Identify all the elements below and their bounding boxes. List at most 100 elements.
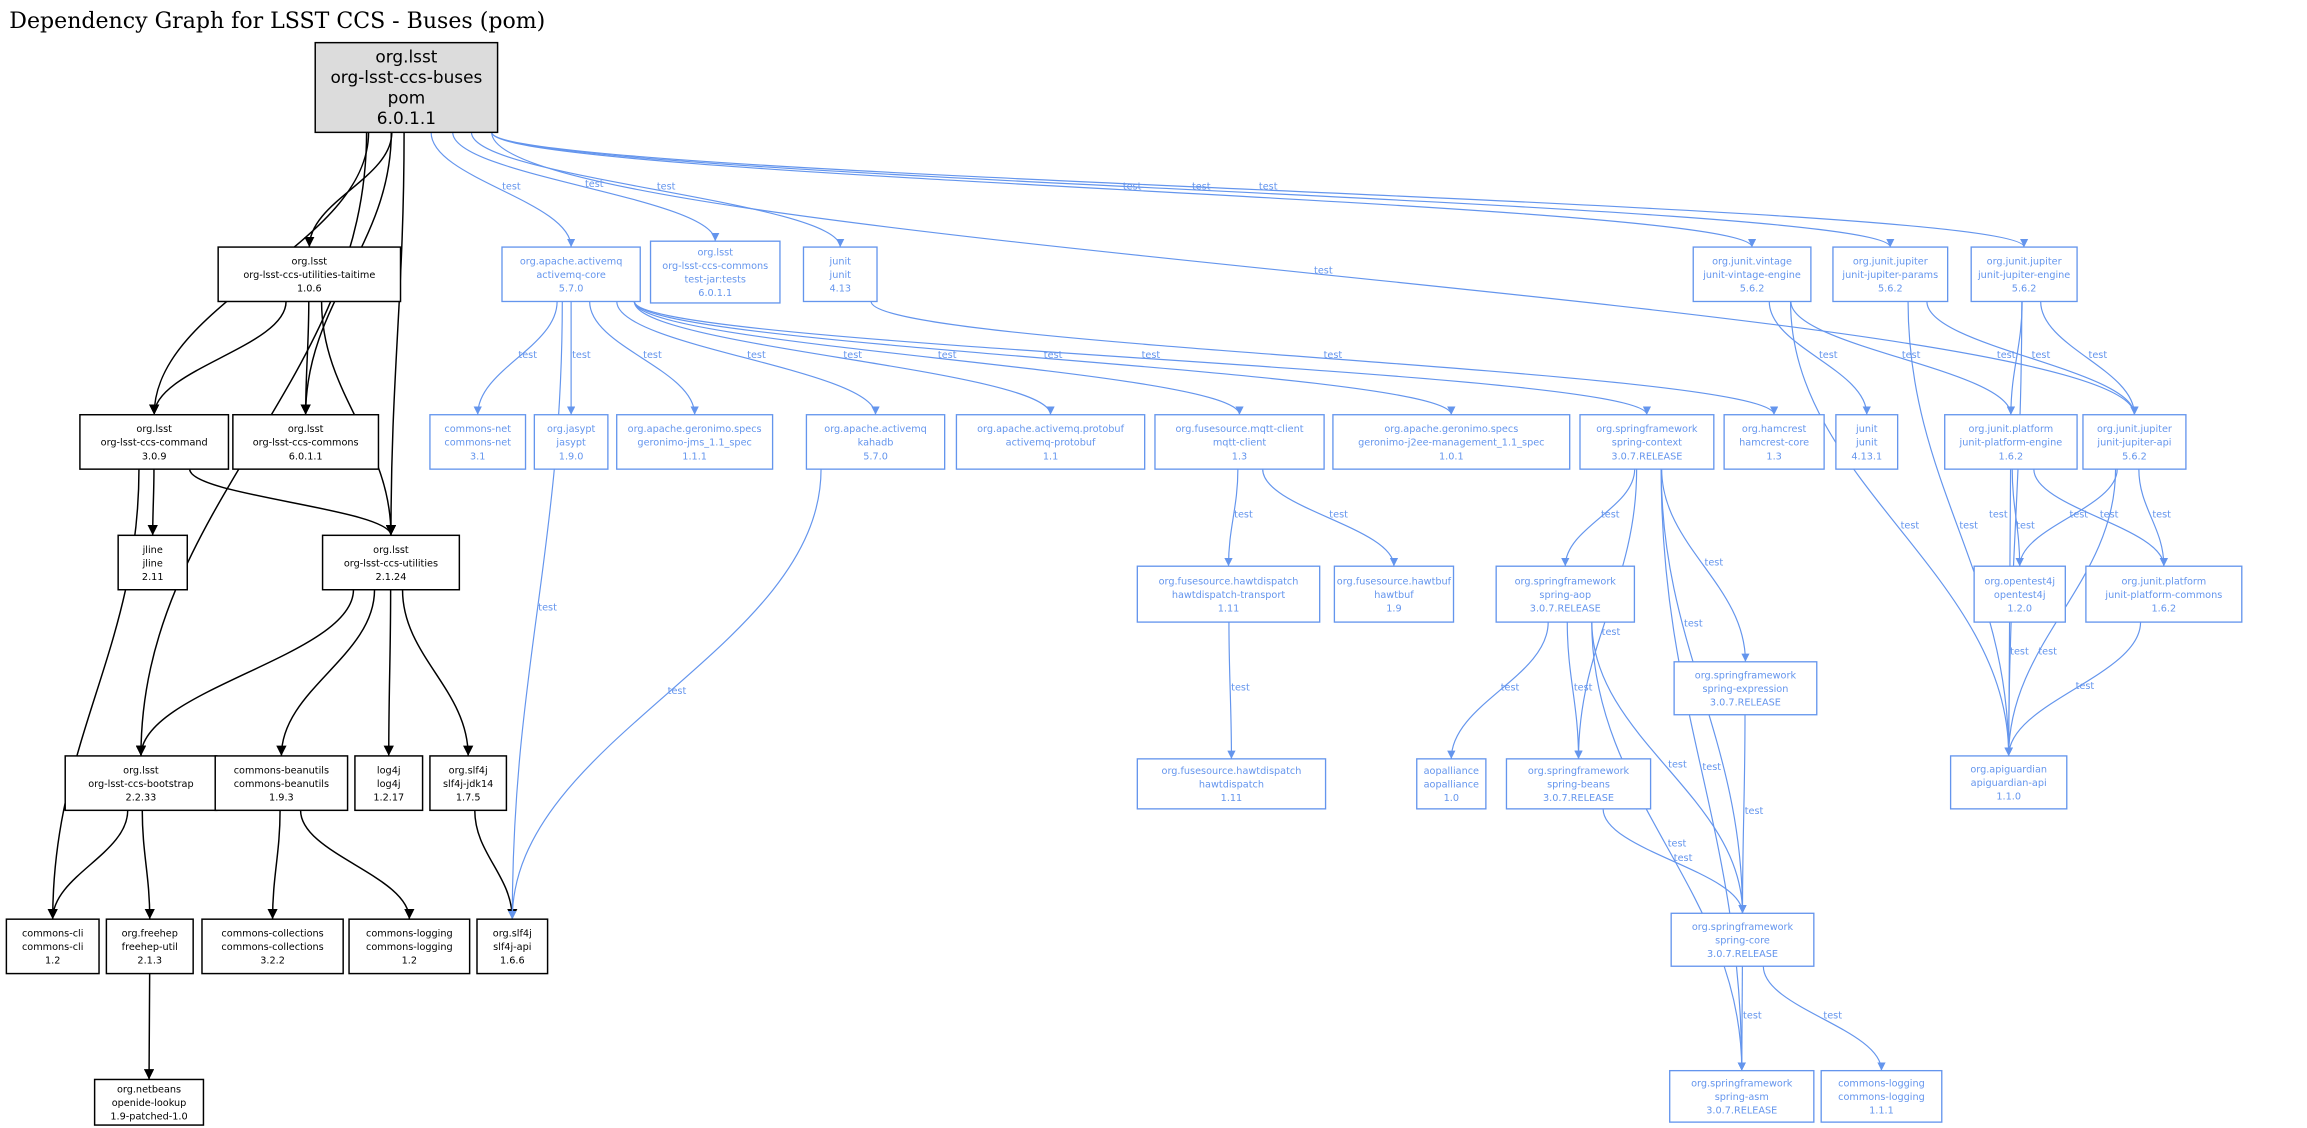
edge-label: test (1192, 182, 1211, 193)
edge-amqcore-to-kahadb (616, 301, 880, 415)
node-label-line: 1.9-patched-1.0 (110, 1112, 187, 1123)
edge-label: test (518, 350, 537, 361)
node-label-line: commons-net (444, 424, 511, 435)
node-label-line: slf4j-jdk14 (443, 779, 493, 790)
node-label-line: opentest4j (1994, 590, 2046, 601)
edge-saop-to-sasm (1591, 622, 1746, 1071)
node-openide[interactable]: org.netbeansopenide-lookup1.9-patched-1.… (93, 1078, 205, 1126)
node-opentest4j[interactable]: org.opentest4j opentest4j 1.2.0 (1973, 565, 2066, 623)
node-box (321, 534, 461, 591)
edge-root-to-amqcore (430, 132, 576, 248)
node-sasm[interactable]: org.springframeworkspring-asm3.0.7.RELEA… (1669, 1069, 1815, 1123)
node-label-line: org.slf4j (449, 765, 488, 776)
node-label-line: spring-beans (1547, 780, 1610, 791)
node-label-line: 1.11 (1221, 793, 1243, 804)
node-taitime[interactable]: org.lsstorg-lsst-ccs-utilities-taitime1.… (217, 246, 402, 303)
node-box (429, 414, 527, 470)
node-pcommons[interactable]: org.junit.platformjunit-platform-commons… (2085, 565, 2243, 623)
node-box (105, 918, 194, 975)
node-label-line: org.springframework (1528, 766, 1630, 777)
node-score[interactable]: org.springframeworkspring-core3.0.7.RELE… (1670, 912, 1815, 967)
node-sbeans[interactable]: org.springframeworkspring-beans3.0.7.REL… (1505, 758, 1652, 810)
edge-score-to-logging111 (1762, 966, 1886, 1071)
node-box (117, 534, 189, 591)
edge-label: test (938, 350, 957, 361)
edge-pengine-to-opentest4j (2011, 469, 2024, 567)
node-jparams[interactable]: org.junit.jupiterjunit-jupiter-params5.6… (1832, 246, 1949, 303)
node-label-line: 4.13.1 (1851, 451, 1882, 462)
node-pengine[interactable]: org.junit.platformjunit-platform-engine1… (1944, 414, 2078, 470)
node-gjms[interactable]: org.apache.geronimo.specsgeronimo-jms_1.… (616, 414, 774, 470)
node-scontext[interactable]: org.springframeworkspring-context3.0.7.R… (1579, 414, 1715, 470)
node-label-line: 1.9 (1386, 603, 1401, 614)
node-label-line: openide-lookup (112, 1098, 187, 1109)
node-label-line: org-lsst-ccs-utilities (344, 558, 438, 569)
node-hawtdispatch[interactable]: org.fusesource.hawtdispatchhawtdispatch1… (1136, 758, 1327, 810)
edge-label: test (1044, 350, 1063, 361)
node-box (1579, 414, 1715, 470)
edge-mqtt-to-hawtbuf (1262, 469, 1399, 567)
node-jengine[interactable]: org.junit.jupiterjunit-jupiter-engine5.6… (1970, 246, 2078, 303)
node-label-line: org.jasypt (547, 424, 596, 435)
node-label-line: 1.1.1 (1869, 1106, 1894, 1117)
node-label-line: freehep-util (122, 942, 178, 953)
node-commonstests[interactable]: org.lsstorg-lsst-ccs-commonstest-jar:tes… (649, 240, 781, 304)
edge-slf4jjdk14-to-slf4japi (474, 810, 518, 920)
node-sexpr[interactable]: org.springframeworkspring-expression3.0.… (1673, 661, 1818, 716)
node-label-line: junit (1855, 424, 1878, 435)
node-box (79, 413, 230, 470)
node-box (1973, 565, 2066, 623)
node-collections[interactable]: commons-collectionscommons-collections3.… (201, 918, 344, 975)
edge-label: test (2076, 681, 2095, 692)
edge-label: test (1329, 510, 1348, 521)
node-gj2ee[interactable]: org.apache.geronimo.specsgeronimo-j2ee-m… (1332, 414, 1571, 470)
node-label-line: 6.0.1.1 (698, 288, 732, 299)
node-label-line: geronimo-j2ee-management_1.1_spec (1358, 438, 1544, 449)
node-box (1832, 246, 1949, 303)
node-label-line: org.slf4j (493, 929, 532, 940)
node-vintage[interactable]: org.junit.vintagejunit-vintage-engine5.6… (1692, 246, 1812, 303)
node-box (232, 413, 380, 470)
node-saop[interactable]: org.springframeworkspring-aop3.0.7.RELEA… (1495, 565, 1636, 623)
node-label-line: junit-jupiter-params (1841, 270, 1938, 281)
node-label-line: spring-context (1612, 438, 1682, 449)
node-htransport[interactable]: org.fusesource.hawtdispatchhawtdispatch-… (1136, 565, 1321, 623)
node-protobuf[interactable]: org.apache.activemq.protobufactivemq-pro… (955, 414, 1146, 470)
node-label-line: jline (142, 545, 163, 556)
node-label-line: 1.2.0 (2007, 603, 2032, 614)
edge-amqcore-to-gjms (589, 301, 699, 415)
node-label-line: 1.1.1 (682, 451, 707, 462)
edge-root-to-vintage (491, 132, 1756, 248)
node-label-line: junit-jupiter-engine (1977, 270, 2070, 281)
edge-command-to-utilities (188, 468, 397, 536)
node-label-line: org.opentest4j (1984, 576, 2055, 587)
node-label-line: org.freehep (122, 929, 178, 940)
edge-label: test (1745, 806, 1764, 817)
